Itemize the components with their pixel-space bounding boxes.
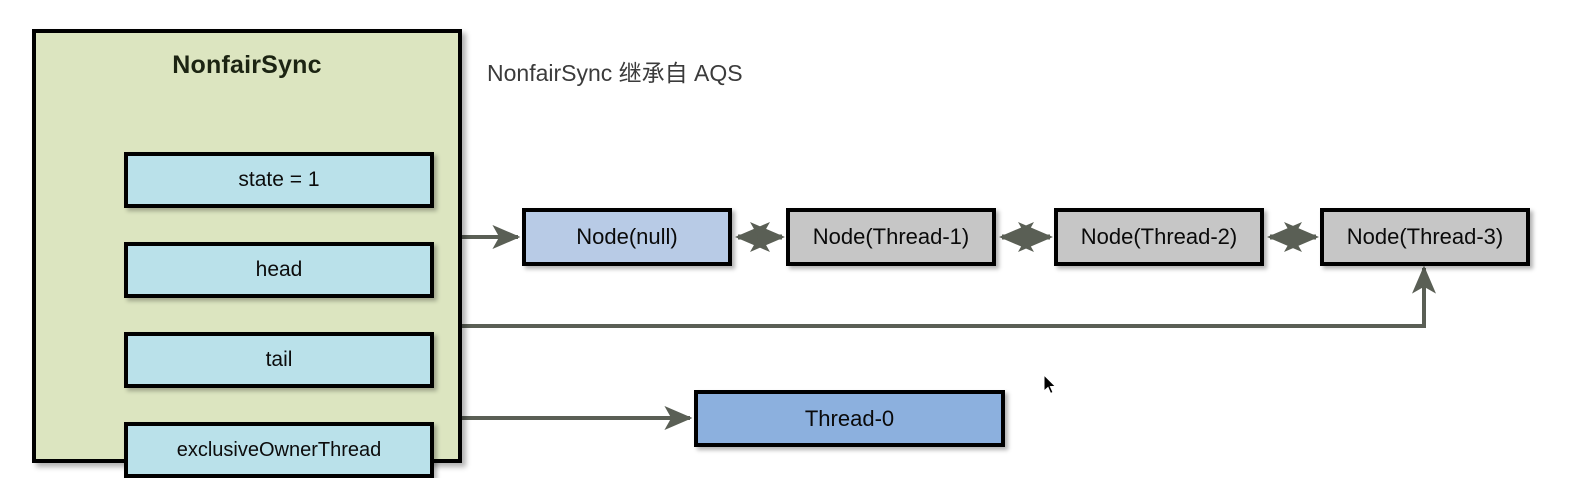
queue-node-null: Node(null) <box>522 208 732 266</box>
mouse-pointer-icon <box>1043 374 1057 395</box>
diagram-caption: NonfairSync 继承自 AQS <box>487 60 743 86</box>
field-tail: tail <box>124 332 434 388</box>
nonfairsync-panel: NonfairSync state = 1 head tail exclusiv… <box>32 29 462 478</box>
connector-tail-to-thread3 <box>399 265 1436 339</box>
field-state: state = 1 <box>124 152 434 208</box>
panel-title: NonfairSync <box>172 51 322 79</box>
queue-node-thread-2: Node(Thread-2) <box>1054 208 1264 266</box>
queue-node-thread-1: Node(Thread-1) <box>786 208 996 266</box>
owner-thread-box: Thread-0 <box>694 390 1005 447</box>
queue-node-thread-3: Node(Thread-3) <box>1320 208 1530 266</box>
field-exclusive-owner-thread: exclusiveOwnerThread <box>124 422 434 478</box>
field-head: head <box>124 242 434 298</box>
